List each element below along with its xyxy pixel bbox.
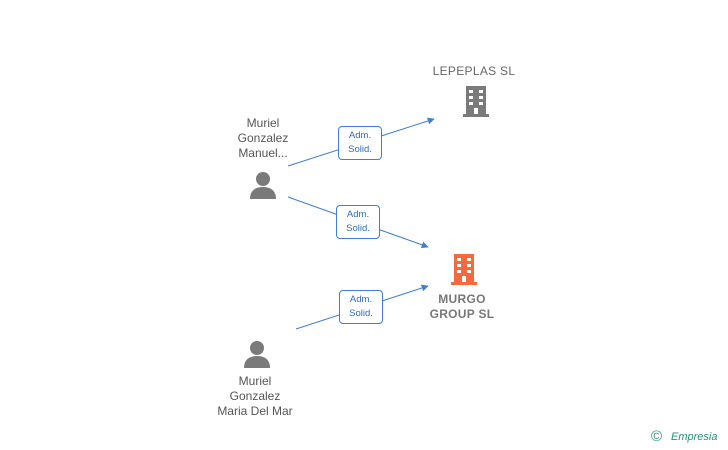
building-icon[interactable] <box>448 252 480 286</box>
copyright-icon: © <box>651 428 663 445</box>
edge-label-role[interactable]: Adm. Solid. <box>336 205 380 239</box>
person-icon[interactable] <box>248 170 278 200</box>
building-icon[interactable] <box>460 84 492 118</box>
footer-brand[interactable]: © Empresia <box>651 428 727 448</box>
brand-name: Empresia <box>671 431 718 443</box>
edge-label-role[interactable]: Adm. Solid. <box>338 126 382 160</box>
company-label-murgo[interactable]: MURGO GROUP SL <box>429 292 495 321</box>
person-label-muriel-maria[interactable]: Muriel Gonzalez Maria Del Mar <box>217 374 293 418</box>
edge-label-role[interactable]: Adm. Solid. <box>339 290 383 324</box>
person-label-muriel-manuel[interactable]: Muriel Gonzalez Manuel... <box>237 116 289 160</box>
person-icon[interactable] <box>242 339 272 369</box>
company-label-lepeplas[interactable]: LEPEPLAS SL <box>432 64 516 78</box>
